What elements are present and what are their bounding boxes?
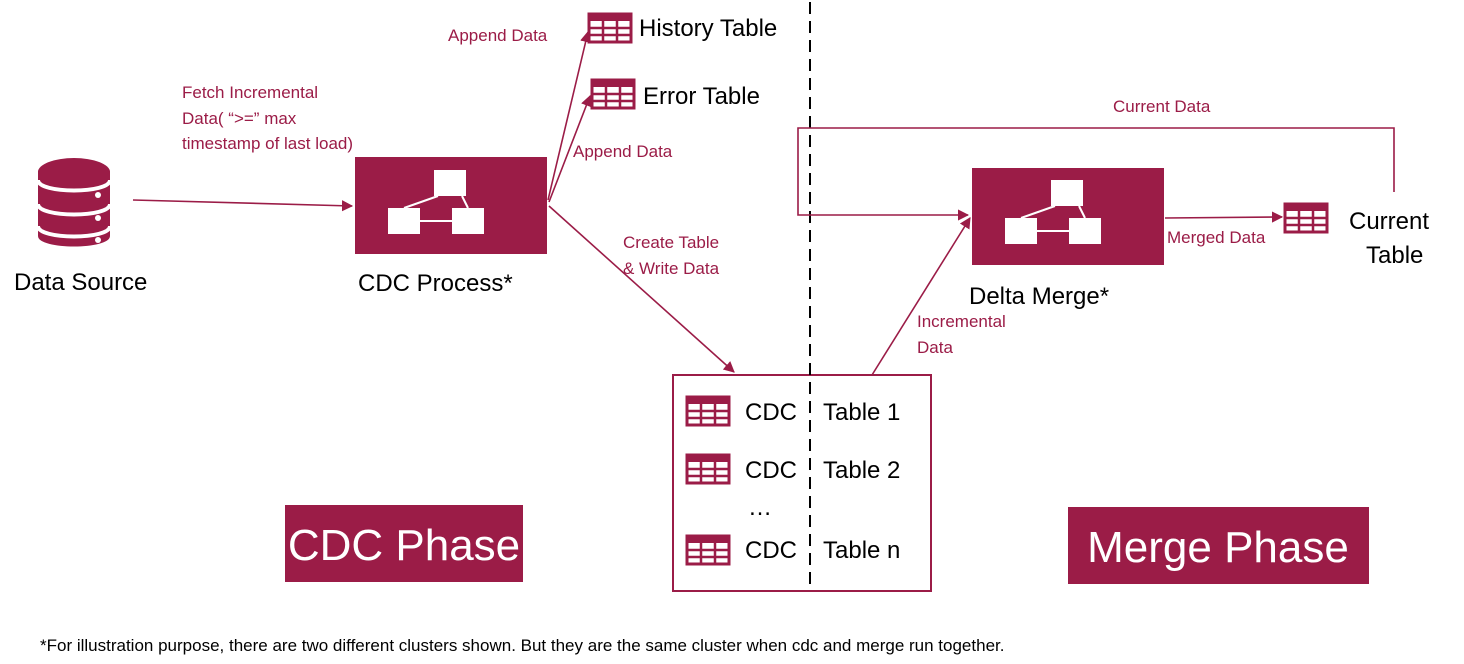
cdc-table-name: Table 1	[823, 399, 900, 426]
merged-arrow	[1164, 211, 1284, 223]
create-write-label-line1: Create Table	[623, 233, 719, 252]
cdc-phase-label: CDC Phase	[288, 521, 520, 570]
fetch-arrow	[132, 199, 354, 212]
fetch-label-line3: timestamp of last load)	[182, 134, 353, 153]
fetch-label-line1: Fetch Incremental	[182, 83, 318, 102]
table-icon	[685, 534, 731, 566]
table-icon	[1283, 202, 1329, 234]
merged-label: Merged Data	[1167, 228, 1266, 247]
delta-merge-label: Delta Merge*	[969, 283, 1109, 310]
create-write-arrow	[548, 205, 735, 373]
cdc-table-prefix: CDC	[745, 537, 797, 564]
append-history-arrow	[547, 30, 592, 201]
cdc-table-prefix: CDC	[745, 399, 797, 426]
table-icon	[590, 78, 636, 110]
footnote: *For illustration purpose, there are two…	[40, 636, 1004, 655]
cdc-phase-box	[285, 505, 523, 582]
cdc-process-label: CDC Process*	[358, 270, 513, 297]
incremental-arrow	[871, 217, 971, 376]
append-error-label: Append Data	[573, 142, 673, 161]
cdc-table-name: Table 2	[823, 457, 900, 484]
current-table-label-line2: Table	[1366, 242, 1423, 269]
merge-phase-label: Merge Phase	[1087, 523, 1349, 572]
error-table-label: Error Table	[643, 83, 760, 110]
table-icon	[685, 453, 731, 485]
cdc-tables-ellipsis: …	[748, 494, 772, 521]
incremental-label-line1: Incremental	[917, 312, 1006, 331]
append-error-arrow	[548, 94, 592, 203]
cdc-table-name: Table n	[823, 537, 900, 564]
history-table-label: History Table	[639, 15, 777, 42]
data-source-label: Data Source	[14, 269, 147, 296]
append-history-label: Append Data	[448, 26, 548, 45]
current-data-label: Current Data	[1113, 97, 1211, 116]
current-data-arrow	[797, 127, 1395, 221]
fetch-label-line2: Data( “>=” max	[182, 109, 297, 128]
database-icon	[36, 158, 112, 247]
create-write-label-line2: & Write Data	[623, 259, 720, 278]
current-table-label-line1: Current	[1349, 208, 1429, 235]
incremental-label-line2: Data	[917, 338, 953, 357]
merge-phase-box	[1068, 507, 1369, 584]
table-icon	[685, 395, 731, 427]
cdc-table-prefix: CDC	[745, 457, 797, 484]
table-icon	[587, 12, 633, 44]
